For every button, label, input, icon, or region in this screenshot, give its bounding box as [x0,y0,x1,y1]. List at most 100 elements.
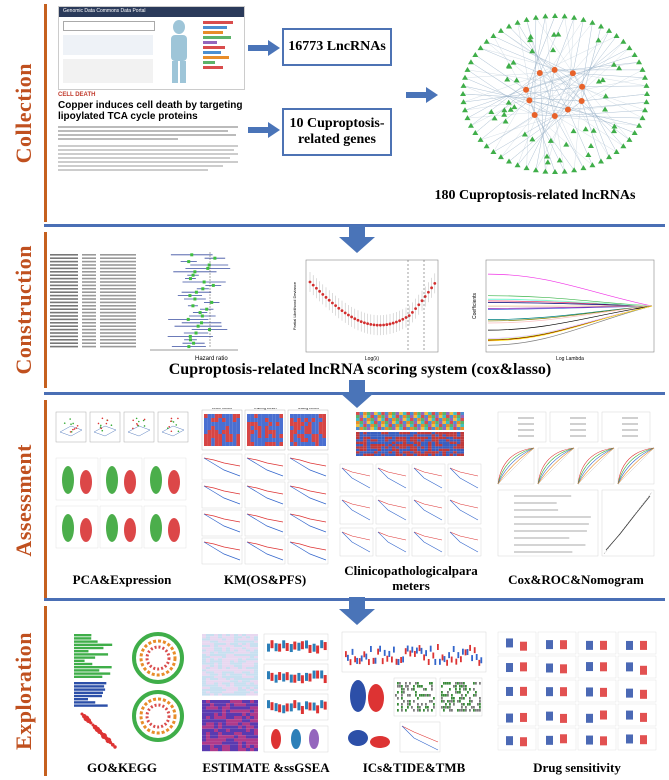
mutation-cell [463,682,465,685]
forest-point [206,266,210,270]
network-edge [526,19,540,74]
ssgsea-cell [238,667,242,670]
heatmap-cell [297,430,301,434]
forest-row-pvalue [82,277,96,280]
clinical-heatmap-cell [388,418,392,421]
expression-cell [384,451,389,454]
expression-cell [431,448,436,452]
expression-cell [442,446,446,449]
expression-cell [402,453,407,456]
ssgsea-cell [234,667,238,670]
mutation-cell [397,697,399,700]
roc-curve [577,447,615,485]
forest-row-pvalue [82,281,96,283]
heatmap-cell [204,426,208,430]
roc-curve [537,447,575,485]
ssgsea-cell [254,647,258,650]
pca-point [75,427,78,429]
mutation-cell [413,709,415,712]
lncrna-node [643,82,650,88]
expression-cell [431,432,436,435]
km-curve-low [341,499,371,521]
drug-boxplot-panel [497,727,537,751]
clinical-heatmap-cell [428,418,432,421]
heatmap-cell [246,732,250,736]
tmb-violin [348,730,368,746]
boxplot-high [316,670,320,679]
network-edge [526,54,635,90]
lncrna-node [501,107,508,113]
ssgsea-cell [218,645,222,648]
expression-cell [395,448,400,452]
ssgsea-cell [210,664,214,667]
network-edge [500,30,583,87]
mutation-cell [475,691,477,694]
boxplot-low [626,640,633,650]
clinical-heatmap-cell [395,415,400,418]
clinical-heatmap-cell [413,418,418,421]
heatmap-cell [315,438,319,442]
heatmap-cell [300,434,305,438]
mutation-cell [477,709,479,712]
cox-roc-nomogram-panel [494,408,658,563]
boxplot-high [520,641,527,651]
ssgsea-cell [230,664,234,667]
heatmap-cell [222,741,226,745]
ssgsea-cell [222,658,226,661]
expression-cell [395,451,400,454]
expression-cell [381,436,385,440]
mutation-cell [441,697,443,700]
mutation-cell [411,706,413,709]
heatmap-cell [206,716,210,720]
pca-point [137,424,140,427]
expression-cell [438,453,443,456]
cox-forest-plot [50,252,238,351]
network-edge [567,109,624,147]
heatmap-cell [250,719,254,723]
heatmap-cell [254,748,258,752]
heatmap-cell [226,703,230,707]
heatmap-cell [211,438,215,442]
ssgsea-cell [218,651,222,654]
ssgsea-cell [226,640,230,643]
lasso-point [423,295,427,298]
expression-cell [374,436,378,440]
forest-row-hr [100,277,136,280]
ssgsea-cell [246,634,250,637]
expression-cell [356,448,360,452]
expression-cell [388,444,392,447]
lasso-point [411,311,414,314]
expression-cell [417,432,421,435]
lncrna-node [547,137,554,143]
expression-cell [356,446,360,449]
ssgsea-cell [242,634,246,637]
expression-cell [446,439,450,442]
ssgsea-cell [254,667,258,670]
ssgsea-cell [234,658,238,661]
violin-low [150,466,162,494]
ssgsea-cell [218,686,222,689]
clinical-heatmap-cell [363,418,367,421]
ssgsea-cell [222,636,226,639]
ssgsea-cell [234,651,238,654]
heatmap-cell [268,438,273,442]
network-edge [525,15,556,90]
ssgsea-cell [218,638,222,641]
expression-cell [417,441,421,444]
ssgsea-cell [214,667,218,670]
ssgsea-cell [210,667,214,670]
boxplot-high [308,673,312,682]
ssgsea-cell [246,673,250,676]
heatmap-cell [202,728,206,732]
expression-cell [356,434,360,437]
lncrna-node [527,33,534,39]
ssgsea-cell [214,660,218,663]
heatmap-cell [297,442,301,446]
heatmap-cell [268,434,273,438]
pca-point [72,428,74,431]
ssgsea-cell [206,684,210,687]
heatmap-cell [242,738,246,742]
expression-cell [453,448,457,452]
boxplot-high [640,689,647,699]
heatmap-cell [311,430,316,434]
